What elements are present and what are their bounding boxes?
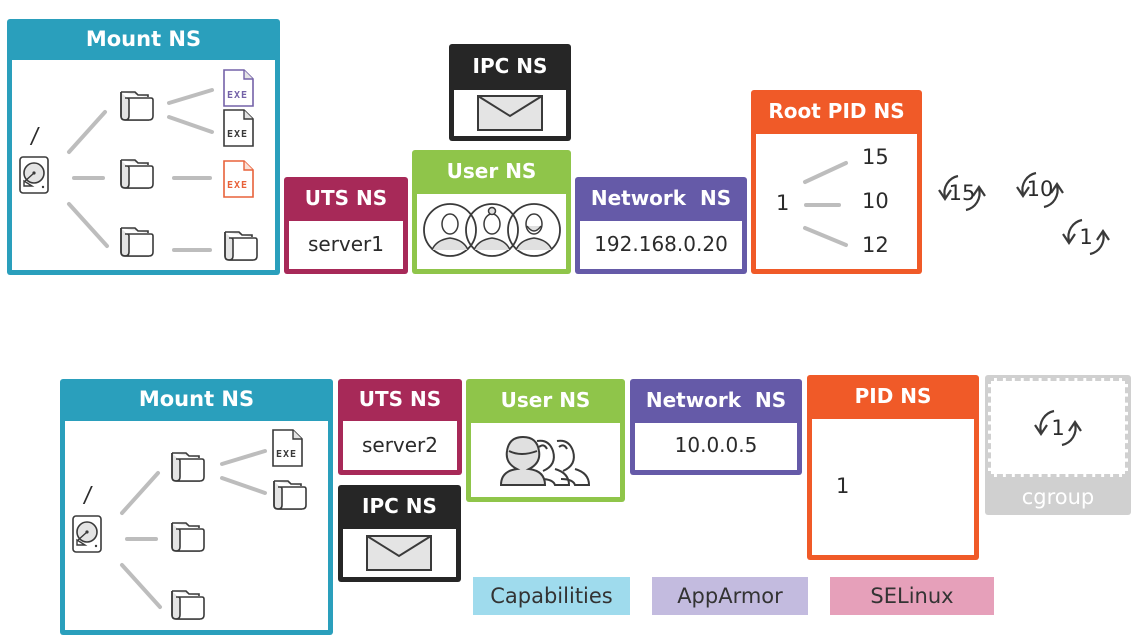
container-uts-ns-title: UTS NS xyxy=(358,387,442,411)
users-group-icon xyxy=(499,435,591,486)
host-process: 15 xyxy=(928,168,996,218)
process-id: 15 xyxy=(948,181,976,205)
container-pid-ns: PID NS 1 xyxy=(807,375,979,560)
pid-root: 1 xyxy=(776,191,790,215)
tree-line xyxy=(67,202,109,248)
users-circle-icon xyxy=(423,203,561,257)
host-uts-ns-title: UTS NS xyxy=(304,186,388,210)
host-mount-ns: Mount NS / EXE xyxy=(7,19,280,275)
container-uts-ns: UTS NS server2 xyxy=(338,379,462,475)
pid-child: 10 xyxy=(862,189,889,213)
envelope-icon xyxy=(366,535,432,571)
tree-line xyxy=(220,476,267,495)
container-user-ns: User NS xyxy=(466,379,625,502)
selinux-tag: SELinux xyxy=(830,577,994,615)
cgroup-process: 1 xyxy=(1024,403,1092,453)
apparmor-tag: AppArmor xyxy=(652,577,808,615)
folder-icon xyxy=(224,231,258,261)
exe-file-icon xyxy=(223,109,254,147)
folder-icon xyxy=(171,522,205,552)
folder-icon xyxy=(120,227,154,257)
host-mount-ns-body: / EXE EXE EXE xyxy=(12,60,275,270)
host-process: 1 xyxy=(1052,212,1120,262)
tree-line xyxy=(67,110,107,154)
tree-line xyxy=(803,161,848,184)
process-id: 1 xyxy=(1051,416,1065,440)
folder-icon xyxy=(120,91,154,121)
host-hostname: server1 xyxy=(307,232,385,256)
host-network-ns: Network NS 192.168.0.20 xyxy=(575,177,747,274)
cgroup-label: cgroup xyxy=(1021,485,1095,509)
exe-file-icon xyxy=(223,160,254,198)
host-user-ns-title: User NS xyxy=(446,159,537,183)
tree-line xyxy=(167,88,214,105)
capabilities-tag: Capabilities xyxy=(473,577,630,615)
host-mount-tree-lines xyxy=(67,88,214,252)
folder-icon xyxy=(171,590,205,620)
container-ip-address: 10.0.0.5 xyxy=(674,433,758,457)
hard-drive-icon xyxy=(19,156,49,194)
container-network-ns-title: Network NS xyxy=(645,388,787,412)
host-pid-ns-title: Root PID NS xyxy=(768,99,905,123)
host-ipc-ns-title: IPC NS xyxy=(472,54,548,78)
cgroup-box: 1 cgroup xyxy=(985,375,1131,515)
exe-label: EXE xyxy=(276,449,298,460)
container-hostname: server2 xyxy=(361,433,439,457)
folder-icon xyxy=(273,480,307,510)
process-id: 1 xyxy=(1079,225,1093,249)
container-mount-ns: Mount NS / EXE xyxy=(60,379,333,635)
host-process: 10 xyxy=(1006,165,1074,215)
host-root-pid-ns: Root PID NS 1 15 10 12 xyxy=(751,90,922,274)
container-ipc-ns: IPC NS xyxy=(338,485,461,582)
container-user-ns-title: User NS xyxy=(500,388,591,412)
container-pid-ns-title: PID NS xyxy=(854,384,932,408)
host-user-ns: User NS xyxy=(412,150,571,274)
host-ip-address: 192.168.0.20 xyxy=(594,232,728,256)
pid-tree-lines xyxy=(803,161,848,247)
folder-icon xyxy=(171,452,205,482)
container-network-ns: Network NS 10.0.0.5 xyxy=(630,379,802,475)
pid-root: 1 xyxy=(836,474,850,498)
tree-line xyxy=(120,471,160,515)
exe-label: EXE xyxy=(227,90,249,101)
pid-child: 12 xyxy=(862,233,889,257)
pid-child: 15 xyxy=(862,145,889,169)
tree-line xyxy=(803,226,848,247)
host-uts-ns: UTS NS server1 xyxy=(284,177,408,274)
container-mount-ns-title: Mount NS xyxy=(138,387,255,411)
host-ipc-ns: IPC NS xyxy=(449,44,571,141)
tree-line xyxy=(167,115,214,134)
tree-line xyxy=(220,449,267,466)
process-id: 10 xyxy=(1026,177,1054,201)
container-mount-tree-lines xyxy=(120,449,267,609)
host-mount-ns-title: Mount NS xyxy=(85,27,202,51)
container-ipc-ns-title: IPC NS xyxy=(362,494,437,518)
exe-label: EXE xyxy=(227,180,249,191)
hard-drive-icon xyxy=(72,515,102,553)
exe-label: EXE xyxy=(227,129,249,140)
folder-icon xyxy=(120,159,154,189)
exe-file-icon xyxy=(272,429,303,467)
tree-line xyxy=(120,563,162,609)
envelope-icon xyxy=(477,95,543,131)
host-network-ns-title: Network NS xyxy=(590,186,732,210)
exe-file-icon xyxy=(223,69,254,107)
